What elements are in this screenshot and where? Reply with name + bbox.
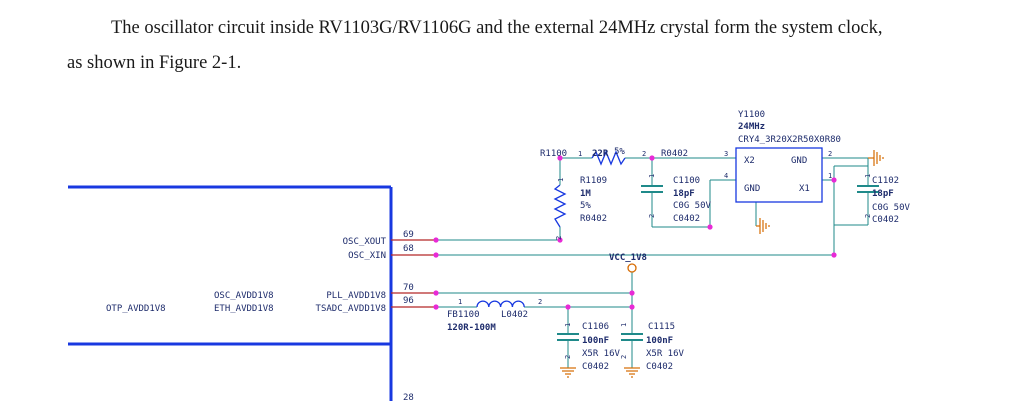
ground-symbol-crystal-bottom bbox=[756, 218, 770, 234]
ground-symbol-c1115 bbox=[624, 367, 640, 378]
pin-name-osc-avdd1v8: OSC_AVDD1V8 bbox=[214, 291, 274, 301]
body-text-line-2: as shown in Figure 2-1. bbox=[67, 53, 242, 73]
crystal-y1100-body bbox=[735, 147, 823, 203]
chip-pin-stubs bbox=[391, 239, 436, 308]
fb1100-package: L0402 bbox=[501, 310, 528, 320]
ferrite-bead-fb1100-symbol bbox=[476, 300, 525, 308]
fb1100-value: 120R-100M bbox=[447, 323, 496, 333]
fb1100-pin1: 1 bbox=[458, 298, 462, 306]
c1106-pin1: 1 bbox=[564, 323, 572, 327]
fb1100-ref: FB1100 bbox=[447, 310, 480, 320]
ground-symbol-crystal-top bbox=[868, 150, 884, 166]
r1100-value: 22R bbox=[592, 149, 609, 159]
r1100-package: R0402 bbox=[661, 149, 688, 159]
y1100-pin-x1: X1 bbox=[799, 184, 810, 194]
junction-dots bbox=[433, 155, 837, 310]
pin-name-osc-xin: OSC_XIN bbox=[348, 251, 386, 261]
c1102-package: C0402 bbox=[872, 215, 899, 225]
c1115-package: C0402 bbox=[646, 362, 673, 372]
r1109-package: R0402 bbox=[580, 214, 607, 224]
y1100-pin2: 2 bbox=[828, 150, 832, 158]
c1115-ref: C1115 bbox=[648, 322, 675, 332]
c1106-pin2: 2 bbox=[564, 355, 572, 359]
r1109-pin1: 1 bbox=[557, 178, 565, 182]
vcc-power-port-icon bbox=[627, 263, 637, 273]
soc-chip-outline bbox=[68, 185, 393, 401]
c1100-ref: C1100 bbox=[673, 176, 700, 186]
net-label-otp-avdd1v8: OTP_AVDD1V8 bbox=[106, 304, 166, 314]
c1115-rating: X5R 16V bbox=[646, 349, 685, 359]
vcc-net-label: VCC_1V8 bbox=[609, 253, 647, 263]
capacitor-c1106-symbol bbox=[557, 333, 579, 341]
pin-name-pll-avdd1v8: PLL_AVDD1V8 bbox=[326, 291, 386, 301]
y1100-pin-x2: X2 bbox=[744, 156, 755, 166]
capacitor-c1102-symbol bbox=[857, 185, 879, 208]
c1106-rating: X5R 16V bbox=[582, 349, 621, 359]
c1106-package: C0402 bbox=[582, 362, 609, 372]
y1100-part-number: CRY4_3R20X2R50X0R80 bbox=[738, 135, 841, 145]
pin-number-68: 68 bbox=[403, 244, 414, 254]
ground-symbol-c1106 bbox=[560, 367, 576, 378]
y1100-ref: Y1100 bbox=[738, 110, 765, 120]
c1100-rating: C0G 50V bbox=[673, 201, 712, 211]
c1115-pin1: 1 bbox=[620, 323, 628, 327]
c1100-value: 18pF bbox=[673, 189, 695, 199]
y1100-pin-gnd-bottom: GND bbox=[744, 184, 760, 194]
r1100-pin2: 2 bbox=[642, 150, 646, 158]
r1109-pin2: 2 bbox=[555, 236, 563, 240]
r1109-tolerance: 5% bbox=[580, 201, 591, 211]
c1102-value: 18pF bbox=[872, 189, 894, 199]
y1100-pin3: 3 bbox=[724, 150, 728, 158]
c1102-ref: C1102 bbox=[872, 176, 899, 186]
c1100-package: C0402 bbox=[673, 214, 700, 224]
c1115-value: 100nF bbox=[646, 336, 673, 346]
c1106-ref: C1106 bbox=[582, 322, 609, 332]
c1102-pin1: 1 bbox=[864, 174, 872, 178]
c1100-pin2: 2 bbox=[648, 214, 656, 218]
r1100-ref: R1100 bbox=[540, 149, 567, 159]
c1102-rating: C0G 50V bbox=[872, 203, 911, 213]
capacitor-c1100-symbol bbox=[641, 185, 663, 208]
pin-name-eth-avdd1v8: ETH_AVDD1V8 bbox=[214, 304, 274, 314]
schematic-wires bbox=[436, 157, 869, 368]
c1115-pin2: 2 bbox=[620, 355, 628, 359]
capacitor-c1115-symbol bbox=[621, 333, 643, 341]
y1100-pin-gnd-top: GND bbox=[791, 156, 807, 166]
pin-number-96: 96 bbox=[403, 296, 414, 306]
y1100-frequency: 24MHz bbox=[738, 122, 765, 132]
pin-number-28: 28 bbox=[403, 393, 414, 401]
resistor-r1100-symbol bbox=[591, 150, 626, 166]
r1100-tolerance: 5% bbox=[614, 147, 625, 157]
pin-number-70: 70 bbox=[403, 283, 414, 293]
resistor-r1109-symbol bbox=[553, 184, 567, 228]
pin-number-69: 69 bbox=[403, 230, 414, 240]
r1109-value: 1M bbox=[580, 189, 591, 199]
y1100-pin1: 1 bbox=[828, 172, 832, 180]
fb1100-pin2: 2 bbox=[538, 298, 542, 306]
r1109-ref: R1109 bbox=[580, 176, 607, 186]
y1100-pin4: 4 bbox=[724, 172, 728, 180]
pin-name-tsadc-avdd1v8: TSADC_AVDD1V8 bbox=[316, 304, 386, 314]
body-text-line-1: The oscillator circuit inside RV1103G/RV… bbox=[111, 18, 883, 38]
r1100-pin1: 1 bbox=[578, 150, 582, 158]
pin-name-osc-xout: OSC_XOUT bbox=[343, 237, 387, 247]
c1106-value: 100nF bbox=[582, 336, 609, 346]
c1102-pin2: 2 bbox=[864, 214, 872, 218]
c1100-pin1: 1 bbox=[648, 174, 656, 178]
